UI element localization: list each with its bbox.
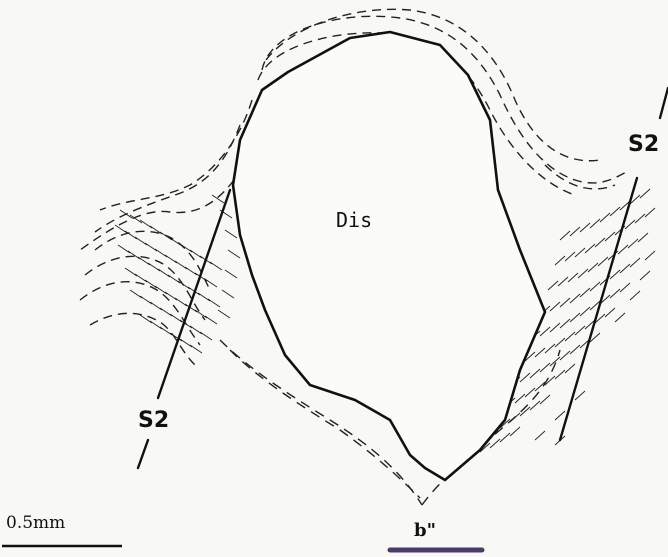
dis-grain-outline <box>233 32 545 480</box>
s2-trace-left-tail <box>138 440 148 468</box>
grain-label: Dis <box>336 210 372 230</box>
foliation-trace <box>80 180 234 250</box>
foliation-trace <box>95 125 240 232</box>
foliation-trace <box>95 231 210 290</box>
cleavage-label-right: S2 <box>628 134 659 156</box>
cleavage-label-left: S2 <box>138 410 169 432</box>
view-label: b" <box>414 522 436 540</box>
scale-label: 0.5mm <box>6 515 65 532</box>
foliation-trace <box>80 282 200 345</box>
s2-trace-right-tail <box>660 88 668 118</box>
s2-trace-right <box>560 178 637 440</box>
foliation-trace <box>85 256 205 320</box>
